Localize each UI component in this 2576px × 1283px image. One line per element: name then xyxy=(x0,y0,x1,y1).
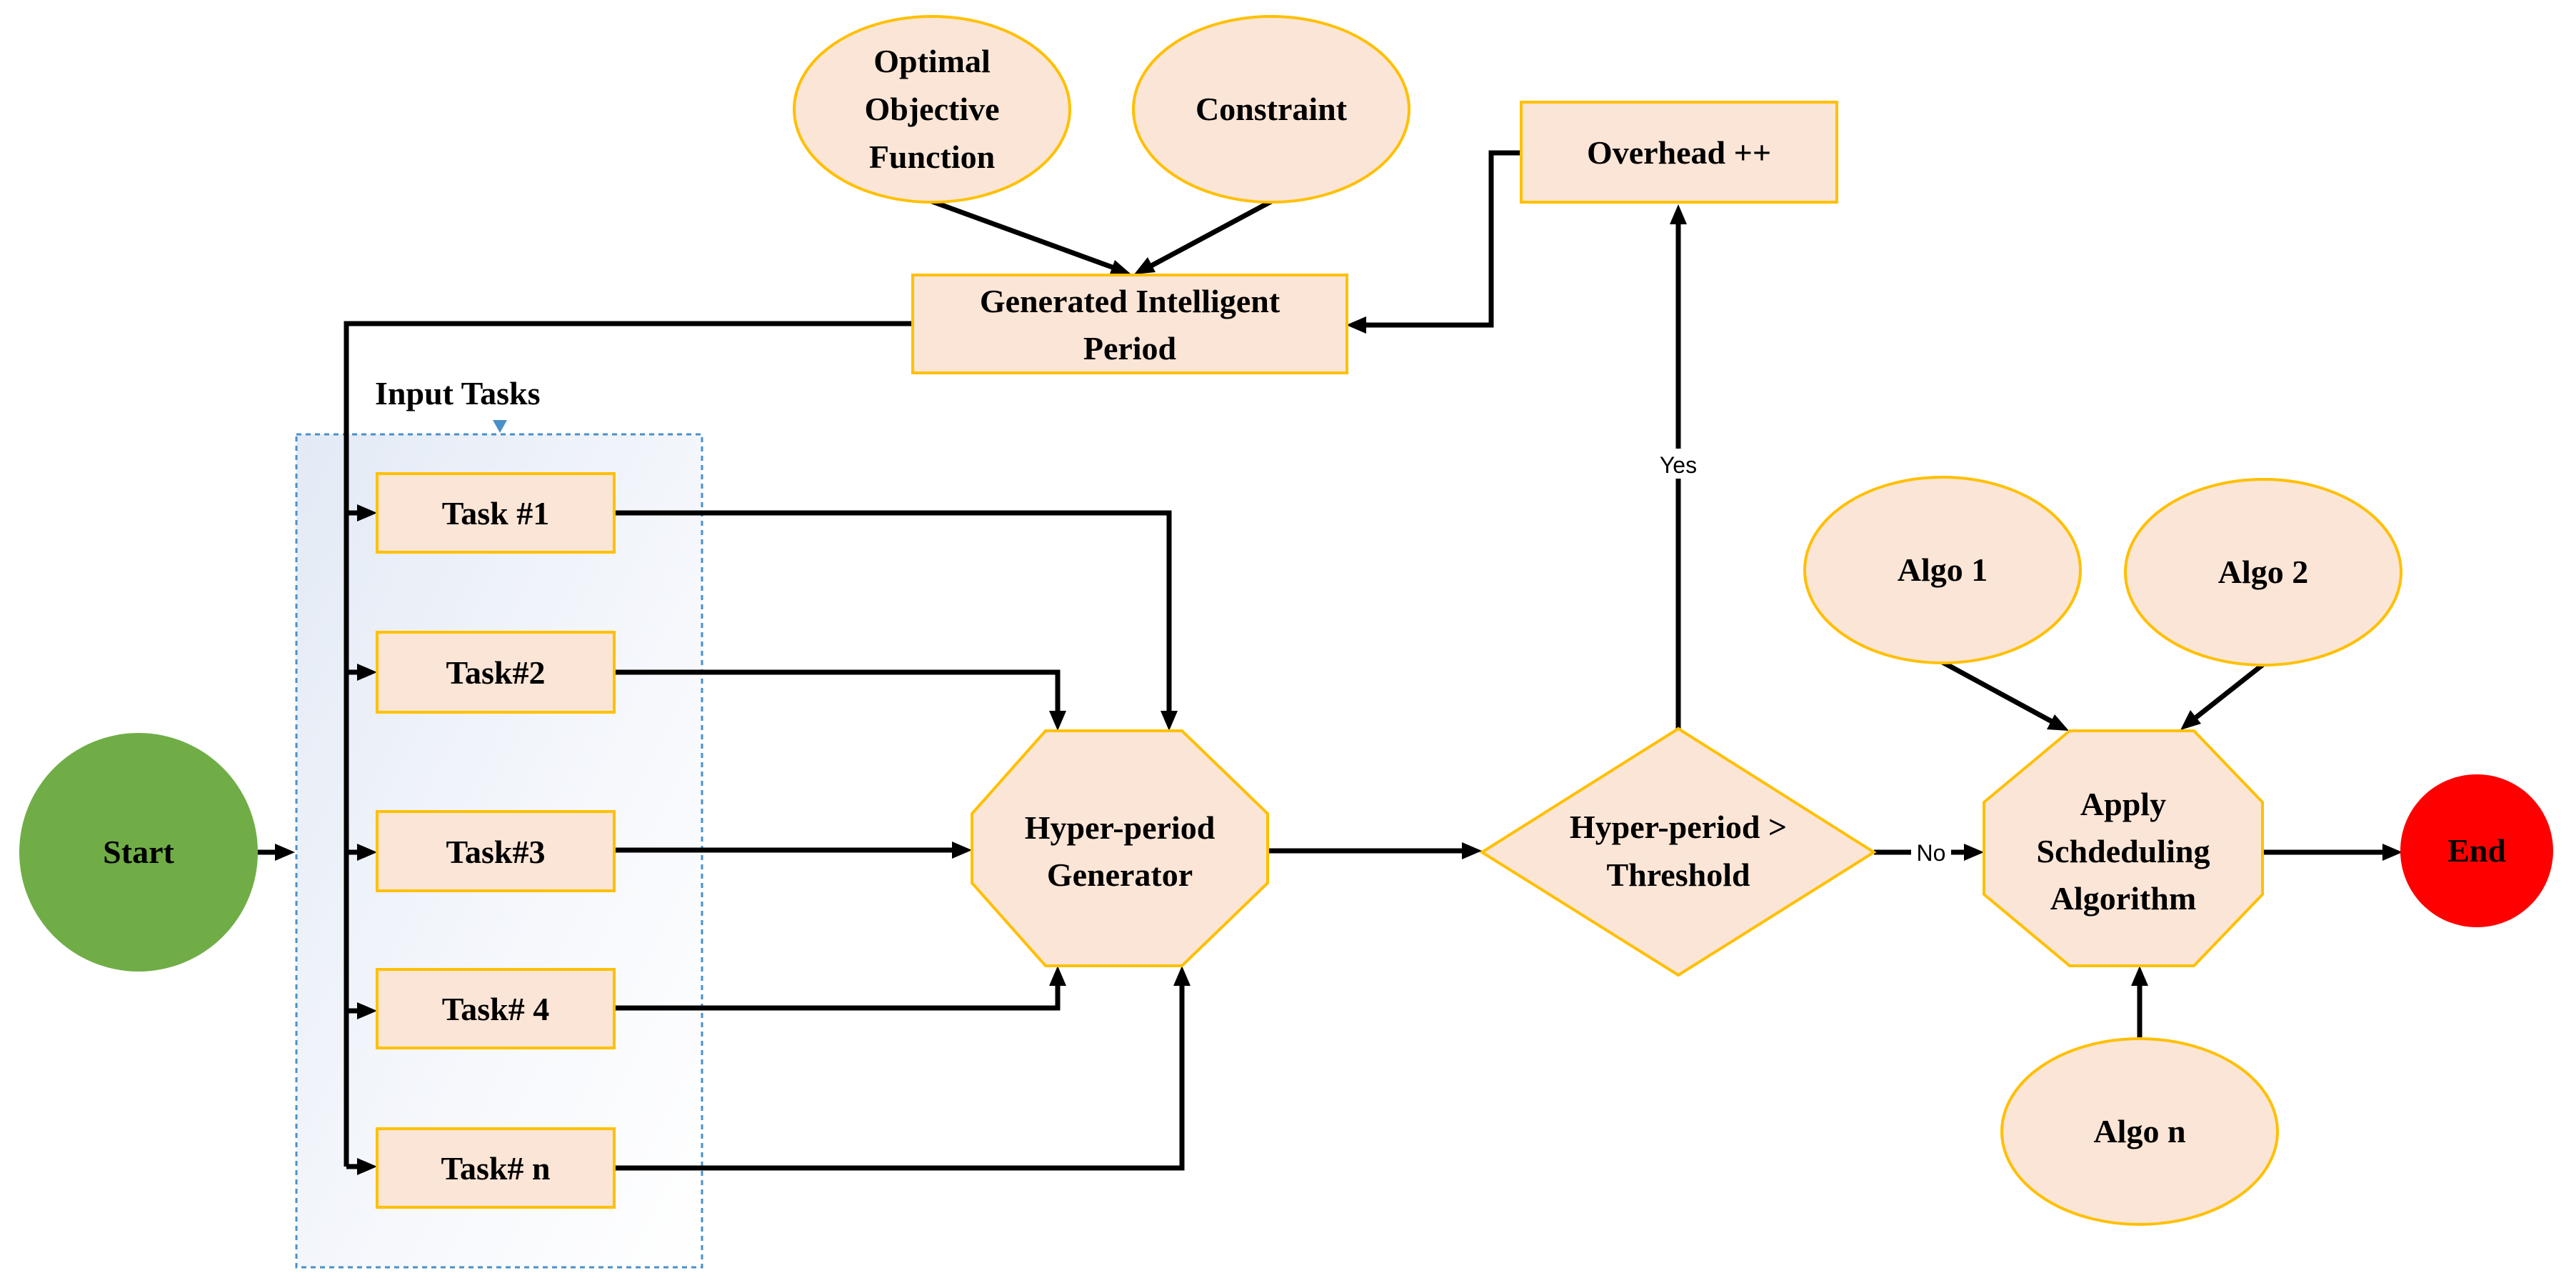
algo-1-node[interactable] xyxy=(1803,476,2082,664)
input-tasks-label: Input Tasks xyxy=(375,375,540,411)
generated-period-node[interactable] xyxy=(911,274,1348,374)
algo-n-node[interactable] xyxy=(2000,1037,2279,1226)
task-n-label: Task# n xyxy=(441,1150,550,1187)
constraint-label: Constraint xyxy=(1196,91,1348,127)
task-3-node[interactable] xyxy=(376,810,616,892)
algo-2-label: Algo 2 xyxy=(2218,554,2309,590)
arrowhead-task-1-to-generator xyxy=(1161,711,1178,731)
edge-task-4-to-generator xyxy=(614,984,1061,1011)
optimal-objective-line-2: Objective xyxy=(864,91,999,127)
optimal-objective-node[interactable] xyxy=(793,15,1071,204)
arrowhead-generator-to-decision xyxy=(1462,842,1482,859)
apply-scheduling-line-2: Schdeduling xyxy=(2037,833,2210,869)
arrowhead-apply-to-end xyxy=(2382,844,2402,861)
arrowhead-task-2-to-generator xyxy=(1049,711,1066,731)
task-1-label: Task #1 xyxy=(442,495,549,531)
arrowhead-bus-to-task-2 xyxy=(357,664,377,681)
edge-overhead-to-period xyxy=(1365,150,1521,328)
yes-label-bg xyxy=(1655,449,1701,479)
generated-period-line-2: Period xyxy=(1083,330,1177,366)
arrowhead-bus-to-task-1 xyxy=(357,504,377,521)
hyper-period-generator-line-2: Generator xyxy=(1047,857,1193,893)
task-2-node[interactable] xyxy=(376,631,616,714)
algo-1-label: Algo 1 xyxy=(1898,551,1988,588)
task-n-node[interactable] xyxy=(376,1127,616,1209)
edge-task-1-to-generator xyxy=(614,510,1172,712)
arrowhead-constraint-to-period xyxy=(1134,257,1156,274)
end-label: End xyxy=(2447,832,2506,869)
arrowhead-bus-to-task-n xyxy=(357,1158,377,1175)
arrowhead-algo-1-to-apply xyxy=(2047,714,2069,731)
apply-scheduling-line-1: Apply xyxy=(2080,786,2166,822)
start-label: Start xyxy=(103,834,174,870)
hyper-period-generator-node[interactable] xyxy=(971,729,1269,967)
edge-period-to-bus xyxy=(344,321,913,1167)
threshold-decision-node[interactable] xyxy=(1479,727,1877,977)
arrowhead-start-to-tasks xyxy=(275,844,295,861)
yes-label: Yes xyxy=(1660,452,1697,478)
generated-period-line-1: Generated Intelligent xyxy=(980,283,1281,319)
apply-scheduling-node[interactable] xyxy=(1983,729,2264,967)
algo-2-node[interactable] xyxy=(2124,478,2402,667)
edge-task-n-to-generator xyxy=(614,984,1185,1171)
no-label: No xyxy=(1917,840,1946,866)
end-node[interactable] xyxy=(2400,774,2553,927)
optimal-objective-line-3: Function xyxy=(869,139,995,175)
task-2-label: Task#2 xyxy=(446,654,546,691)
hyper-period-generator-line-1: Hyper-period xyxy=(1025,809,1216,846)
edge-task-2-to-generator xyxy=(614,669,1061,712)
arrowhead-task-3-to-generator xyxy=(952,842,972,859)
arrowhead-bus-to-task-3 xyxy=(357,844,377,861)
task-1-node[interactable] xyxy=(376,472,616,554)
optimal-objective-line-1: Optimal xyxy=(873,43,991,79)
input-tasks-marker-icon xyxy=(493,420,507,433)
edge-constraint-to-period xyxy=(1150,199,1273,269)
task-4-node[interactable] xyxy=(376,968,616,1049)
edge-algo-2-to-apply xyxy=(2193,662,2265,720)
algo-n-label: Algo n xyxy=(2093,1113,2185,1149)
arrowhead-task-4-to-generator xyxy=(1049,966,1066,986)
start-node[interactable] xyxy=(19,733,258,972)
edges: Yes No xyxy=(257,150,2402,1175)
task-4-label: Task# 4 xyxy=(442,991,549,1027)
overhead-label: Overhead ++ xyxy=(1587,134,1771,171)
arrowhead-objective-to-period xyxy=(1109,260,1131,276)
arrowhead-algo-2-to-apply xyxy=(2180,710,2201,730)
edge-objective-to-period xyxy=(931,199,1116,271)
no-label-bg xyxy=(1911,837,1951,867)
apply-scheduling-line-3: Algorithm xyxy=(2050,880,2196,917)
arrowhead-algo-n-to-apply xyxy=(2131,966,2148,986)
arrowhead-task-n-to-generator xyxy=(1173,966,1191,986)
threshold-decision-line-1: Hyper-period > xyxy=(1570,809,1787,845)
overhead-node[interactable] xyxy=(1520,101,1838,204)
constraint-node[interactable] xyxy=(1132,15,1410,204)
edge-algo-1-to-apply xyxy=(1941,659,2053,724)
arrowhead-overhead-to-period xyxy=(1346,316,1366,334)
arrowhead-bus-to-task-4 xyxy=(357,1002,377,1019)
arrowhead-decision-to-overhead xyxy=(1670,204,1687,224)
arrowhead-decision-to-apply xyxy=(1964,844,1984,861)
task-3-label: Task#3 xyxy=(446,834,546,870)
threshold-decision-line-2: Threshold xyxy=(1606,857,1750,893)
